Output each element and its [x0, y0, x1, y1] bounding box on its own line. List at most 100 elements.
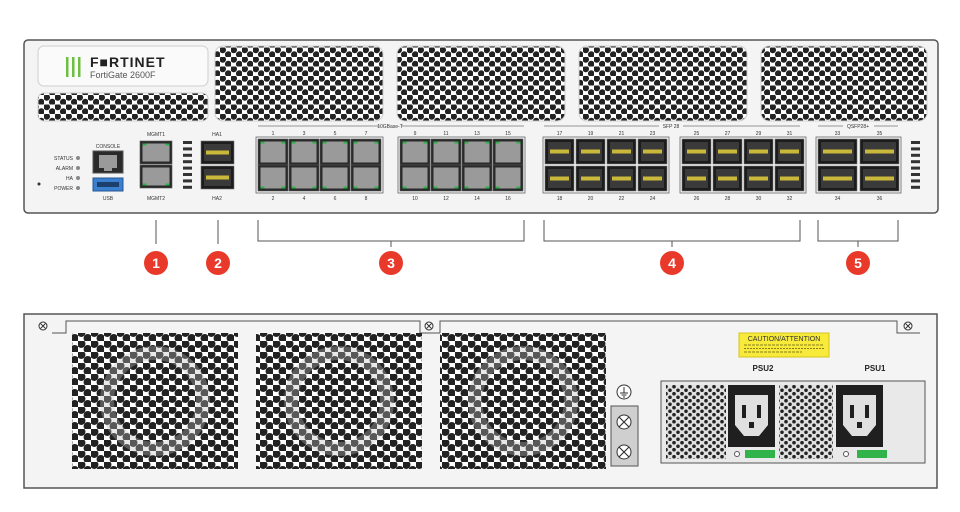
ha2-port[interactable]: [200, 165, 235, 190]
sfp28-port-31[interactable]: [774, 138, 805, 165]
led-label-status: STATUS: [54, 156, 74, 162]
rj45-port-11[interactable]: [430, 138, 462, 166]
fortinet-logo-icon: [66, 57, 81, 77]
sfp28-port-19[interactable]: [575, 138, 606, 165]
psu2-label: PSU2: [753, 364, 774, 373]
sfp28-port-18[interactable]: [544, 165, 575, 192]
status-slot: [183, 141, 192, 144]
sfp28-port-24[interactable]: [637, 165, 668, 192]
rj45-port-2[interactable]: [257, 164, 289, 192]
sfp28-port-label: 27: [725, 131, 731, 137]
front-vent-3: [578, 45, 748, 122]
reset-pinhole-icon[interactable]: [37, 182, 41, 186]
led-label-power: POWER: [54, 186, 73, 192]
rj45-port-7[interactable]: [350, 138, 382, 166]
rj45-port-label: 15: [505, 131, 511, 137]
sfp28-port-17[interactable]: [544, 138, 575, 165]
psu1-ac-inlet[interactable]: [836, 385, 883, 447]
rj45-port-1[interactable]: [257, 138, 289, 166]
qsfp28-port-33[interactable]: [817, 138, 858, 165]
sfp28-port-30[interactable]: [743, 165, 774, 192]
sfp28-port-label: 29: [756, 131, 762, 137]
sfp28-port-label: 30: [756, 196, 762, 202]
rj45-block-frame-left: [255, 136, 384, 194]
sfp28-port-label: 23: [650, 131, 656, 137]
rj45-port-13[interactable]: [461, 138, 493, 166]
led-ha-icon: [76, 176, 80, 180]
callout-number: 1: [152, 255, 160, 271]
status-slot: [183, 173, 192, 176]
qsfp28-port-34[interactable]: [817, 165, 858, 192]
rear-panel: CAUTION/ATTENTION PSU2 PSU1: [23, 313, 938, 489]
qsfp28-port-35[interactable]: [859, 138, 900, 165]
rj45-port-6[interactable]: [319, 164, 351, 192]
brand-text: F■RTINET: [90, 54, 166, 70]
ha-ports: [200, 140, 235, 190]
front-vent-2: [396, 45, 566, 122]
sfp28-port-29[interactable]: [743, 138, 774, 165]
mgmt1-label: MGMT1: [147, 132, 165, 138]
rj45-port-8[interactable]: [350, 164, 382, 192]
ha1-label: HA1: [212, 132, 222, 138]
rj45-port-16[interactable]: [492, 164, 524, 192]
rj45-port-label: 5: [334, 131, 337, 137]
rj45-port-label: 9: [414, 131, 417, 137]
qsfp28-port-label: 33: [835, 131, 841, 137]
psu2-ac-inlet[interactable]: [728, 385, 775, 447]
status-slot: [911, 173, 920, 176]
sfp28-port-27[interactable]: [712, 138, 743, 165]
sfp28-port-25[interactable]: [681, 138, 712, 165]
qsfp-block-frame: [815, 136, 902, 194]
sfp-block-frame-right: [679, 136, 807, 194]
qsfp28-port-36[interactable]: [859, 165, 900, 192]
rj45-port-15[interactable]: [492, 138, 524, 166]
front-vent-small: [37, 92, 209, 122]
rj45-port-14[interactable]: [461, 164, 493, 192]
led-label-ha: HA: [66, 176, 74, 182]
callout-5: 5: [846, 251, 870, 275]
ground-symbol-icon: [616, 384, 632, 400]
sfp28-port-label: 28: [725, 196, 731, 202]
sfp28-port-label: 21: [619, 131, 625, 137]
rj45-port-10[interactable]: [399, 164, 431, 192]
sfp28-port-26[interactable]: [681, 165, 712, 192]
model-text: FortiGate 2600F: [90, 70, 156, 80]
sfp28-ports: [542, 136, 807, 194]
status-slot: [911, 179, 920, 183]
console-port[interactable]: [92, 150, 124, 174]
status-slot: [183, 153, 192, 157]
sfp28-port-32[interactable]: [774, 165, 805, 192]
rj45-port-12[interactable]: [430, 164, 462, 192]
caution-label: CAUTION/ATTENTION: [738, 332, 830, 358]
rear-screw-right-icon: [903, 321, 913, 331]
sfp28-port-20[interactable]: [575, 165, 606, 192]
callout-number: 5: [854, 255, 862, 271]
rj45-port-label: 7: [365, 131, 368, 137]
led-alarm-icon: [76, 166, 80, 170]
rj45-ports: [255, 136, 526, 194]
sfp28-port-23[interactable]: [637, 138, 668, 165]
qsfp28-port-label: 36: [877, 196, 883, 202]
psu2-status-tab: [745, 450, 775, 458]
rj45-port-3[interactable]: [288, 138, 320, 166]
rj45-port-label: 1: [272, 131, 275, 137]
usb-port[interactable]: [92, 177, 124, 192]
sfp28-port-label: 17: [557, 131, 563, 137]
sfp28-port-22[interactable]: [606, 165, 637, 192]
ground-terminal[interactable]: [610, 405, 639, 467]
status-slot: [183, 147, 192, 151]
sfp28-port-28[interactable]: [712, 165, 743, 192]
ha1-port[interactable]: [200, 140, 235, 165]
rj45-port-4[interactable]: [288, 164, 320, 192]
rj45-port-9[interactable]: [399, 138, 431, 166]
mgmt1-port[interactable]: [139, 140, 173, 165]
rj45-port-5[interactable]: [319, 138, 351, 166]
sfp28-port-21[interactable]: [606, 138, 637, 165]
sfp28-port-label: 19: [588, 131, 594, 137]
mgmt2-port[interactable]: [139, 164, 173, 189]
